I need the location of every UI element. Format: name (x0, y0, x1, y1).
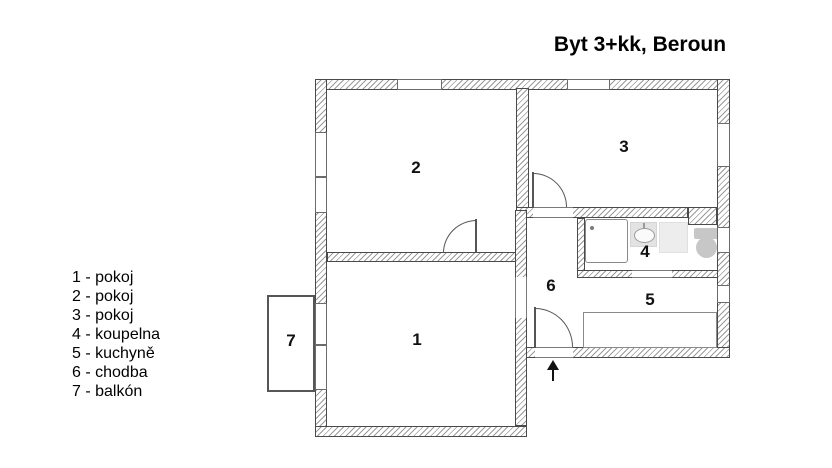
wall-segment (577, 218, 585, 278)
window (717, 123, 730, 167)
door-swing (533, 173, 567, 207)
kitchen-counter-icon (583, 312, 717, 348)
legend: 1 - pokoj 2 - pokoj 3 - pokoj 4 - koupel… (72, 268, 160, 401)
balcony-door-window (315, 303, 327, 345)
room-label-5: 5 (645, 290, 655, 309)
toilet-icon (694, 228, 718, 239)
bathtub-icon (585, 219, 628, 263)
door-opening-room1 (515, 277, 527, 318)
wall-segment (315, 426, 527, 437)
window (567, 79, 610, 90)
wall-segment (717, 79, 730, 358)
room-label-2: 2 (411, 158, 421, 177)
legend-item: 6 - chodba (72, 364, 148, 381)
legend-item: 1 - pokoj (72, 269, 134, 286)
entrance-door-swing (535, 308, 573, 347)
sink-icon (630, 222, 657, 247)
door-opening-room3 (533, 207, 573, 218)
sink-bowl-icon (634, 228, 655, 243)
shower-dot-icon (590, 226, 594, 230)
door-leaf (475, 219, 477, 253)
window (315, 132, 327, 177)
tap-icon (643, 223, 645, 228)
balcony-outline (267, 295, 315, 392)
door-swing (443, 220, 477, 253)
wall-segment (516, 88, 529, 210)
window (315, 177, 327, 213)
page-title: Byt 3+kk, Beroun (553, 33, 727, 56)
legend-item: 5 - kuchyně (72, 345, 155, 362)
balcony-door-window (315, 345, 327, 390)
wall-segment (327, 252, 527, 262)
window (717, 285, 730, 303)
room-label-4: 4 (640, 242, 650, 261)
room-label-1: 1 (412, 330, 422, 349)
toilet-icon (696, 237, 717, 258)
legend-item: 2 - pokoj (72, 288, 134, 305)
washing-machine-icon (659, 222, 688, 253)
room-label-7: 7 (286, 331, 296, 350)
door-opening-bathroom (632, 270, 672, 278)
legend-item: 7 - balkón (72, 383, 143, 400)
room-label-6: 6 (546, 276, 556, 295)
wall-segment (515, 210, 527, 426)
legend-item: 4 - koupelna (72, 326, 161, 343)
entrance-arrow-icon (547, 360, 559, 370)
legend-item: 3 - pokoj (72, 307, 134, 324)
wall-segment (688, 207, 717, 225)
entrance-door-leaf (534, 307, 536, 348)
entrance-opening (535, 347, 573, 358)
entrance-arrow-icon (552, 368, 554, 381)
window (397, 79, 442, 90)
door-leaf (532, 172, 534, 208)
window (717, 227, 730, 253)
room-label-3: 3 (619, 137, 629, 156)
